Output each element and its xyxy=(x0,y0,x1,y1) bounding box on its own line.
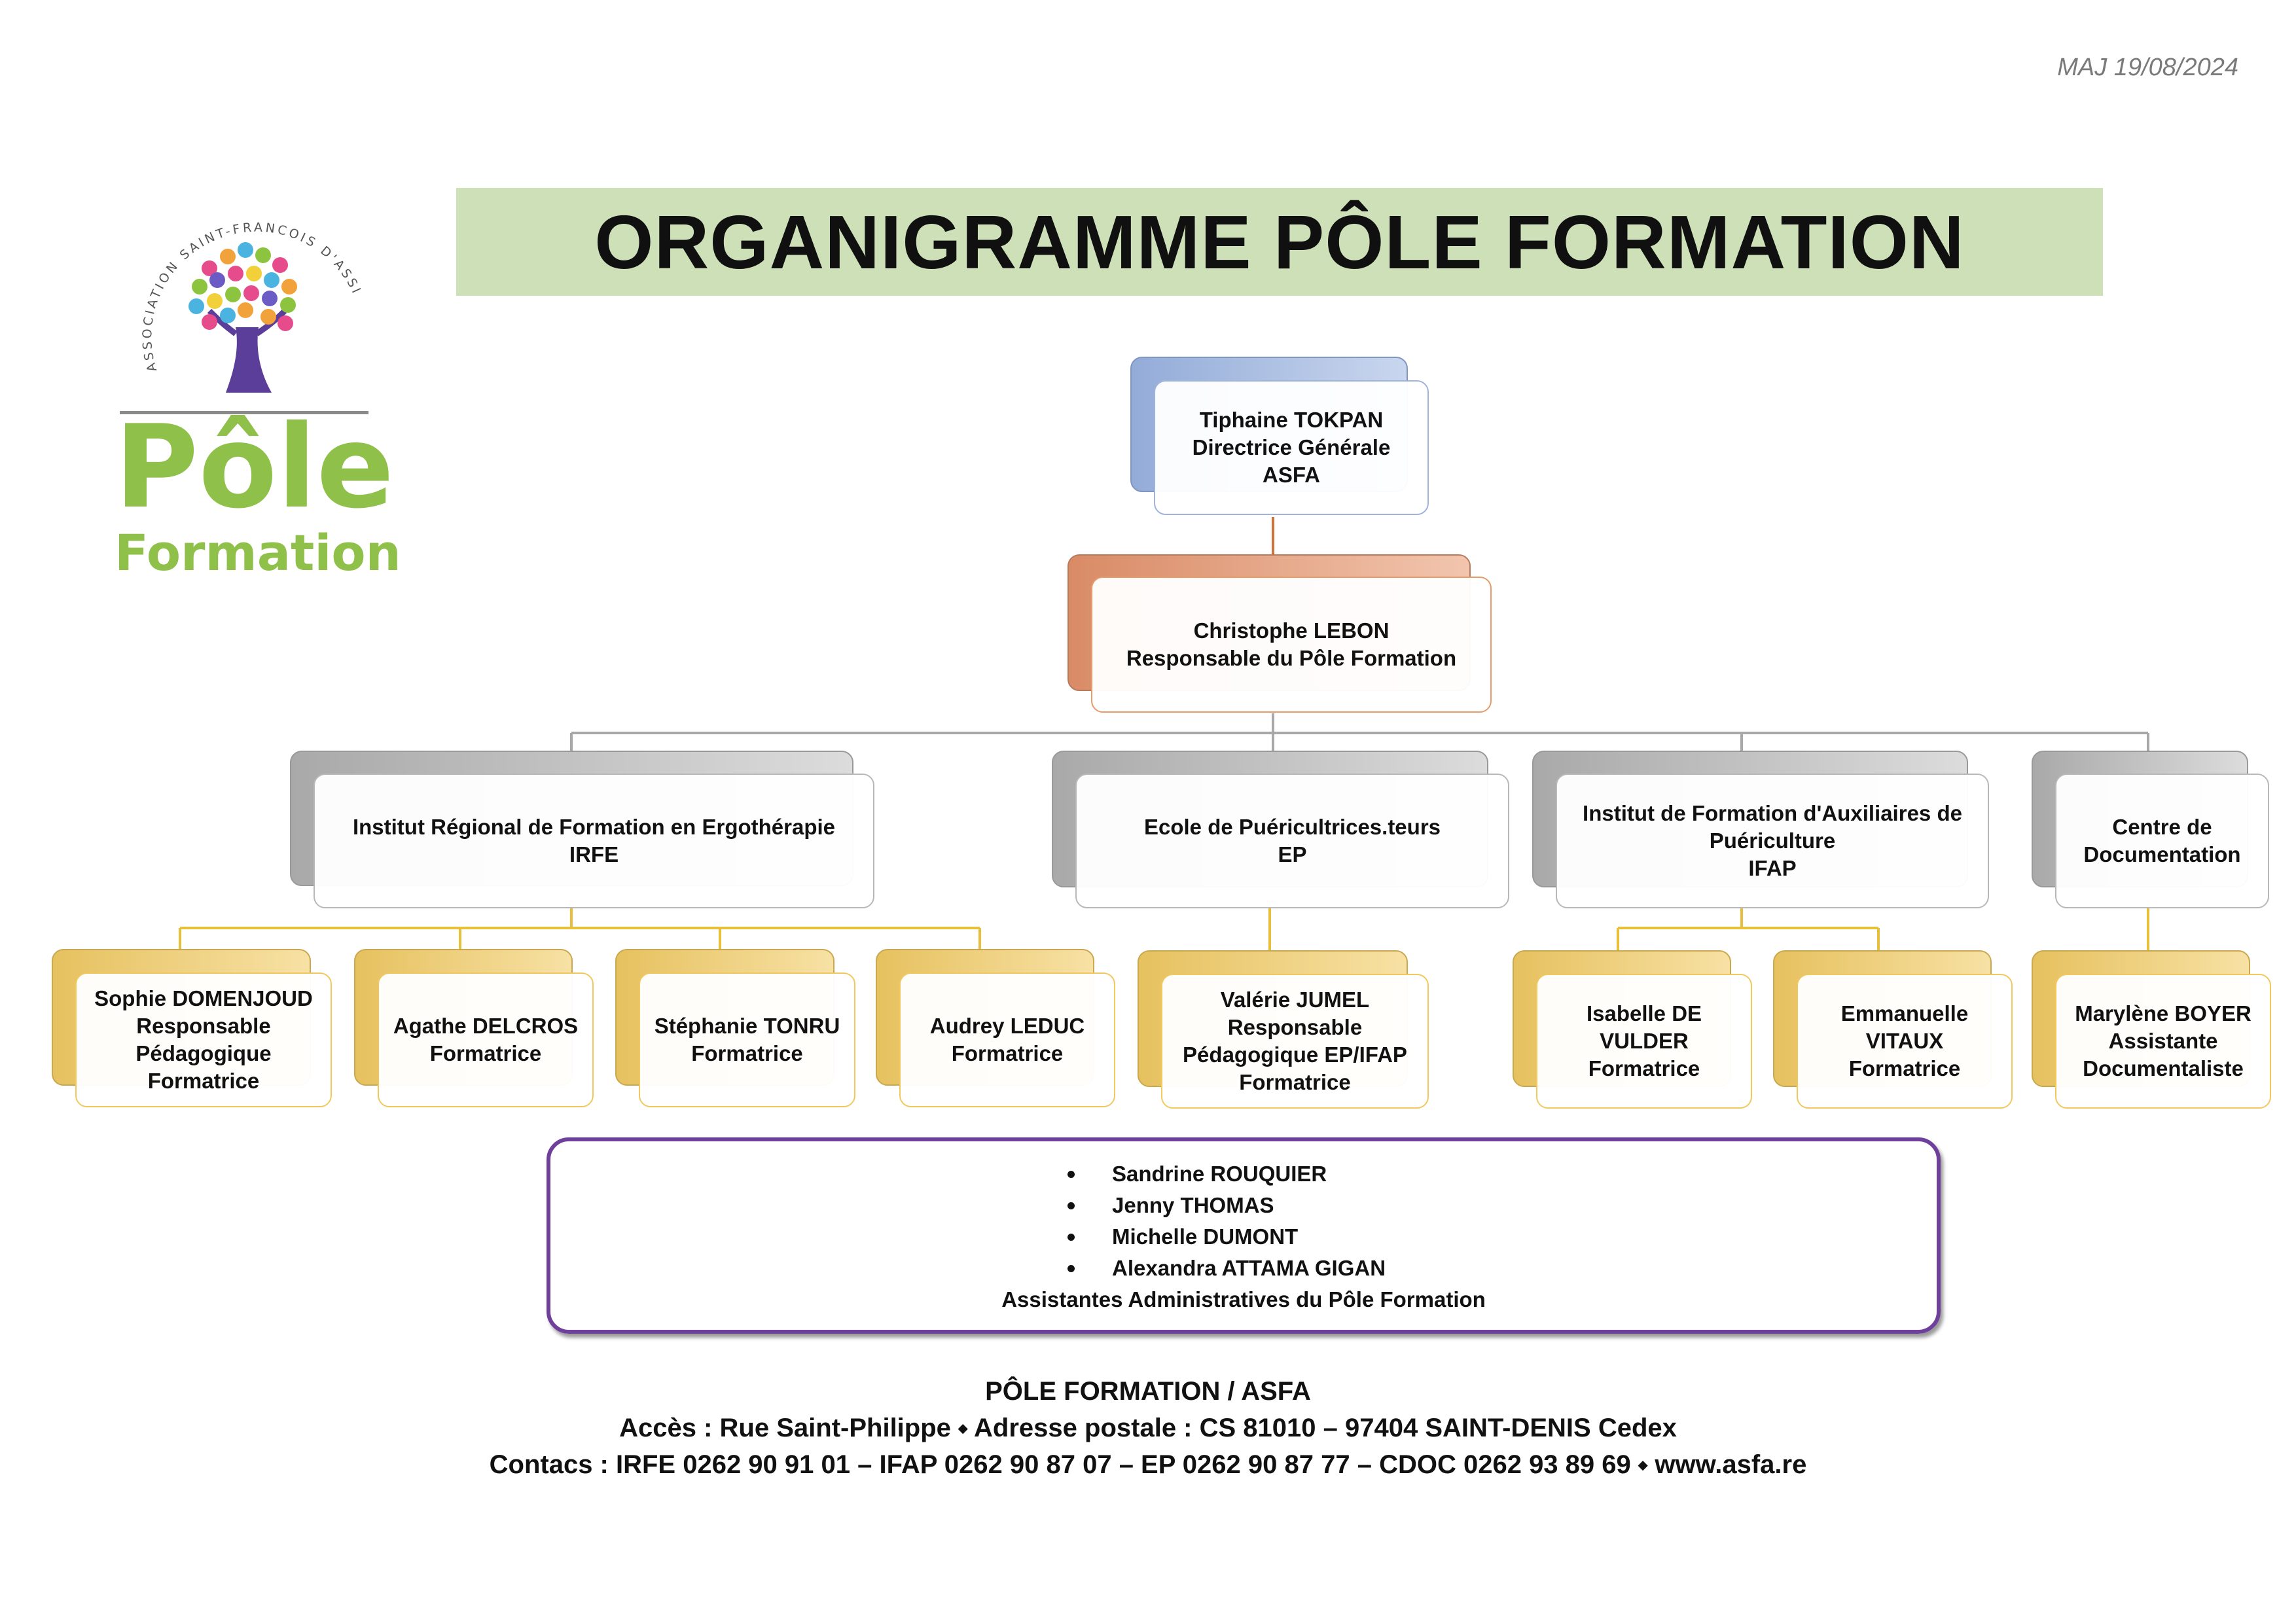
list-item: Alexandra ATTAMA GIGAN xyxy=(550,1253,1937,1284)
org-box-label: Sophie DOMENJOUD Responsable Pédagogique… xyxy=(94,986,313,1093)
assistants-box: Sandrine ROUQUIER Jenny THOMAS Michelle … xyxy=(547,1137,1941,1334)
org-box-label: Tiphaine TOKPAN Directrice Générale ASFA xyxy=(1192,408,1391,487)
org-box-label: Audrey LEDUC Formatrice xyxy=(929,1014,1085,1065)
org-box-responsable-pole: Christophe LEBON Responsable du Pôle For… xyxy=(1067,554,1492,713)
bullet-icon xyxy=(1067,1265,1075,1272)
asfa-tree-logo: ASSOCIATION SAINT-FRANCOIS D'ASSISE xyxy=(111,177,362,393)
org-box-label: Isabelle DE VULDER Formatrice xyxy=(1586,1001,1702,1080)
update-date: MAJ 19/08/2024 xyxy=(2057,54,2238,81)
org-box-label: Institut de Formation d'Auxiliaires de P… xyxy=(1583,801,1962,880)
org-box-valerie-jumel: Valérie JUMEL Responsable Pédagogique EP… xyxy=(1138,950,1429,1109)
org-box-sophie-domenjoud: Sophie DOMENJOUD Responsable Pédagogique… xyxy=(52,949,332,1107)
org-box-ep: Ecole de Puéricultrices.teurs EP xyxy=(1052,751,1509,908)
tree-foliage-icon xyxy=(188,242,297,331)
org-box-cdoc: Centre de Documentation xyxy=(2032,751,2269,908)
assistant-name: Alexandra ATTAMA GIGAN xyxy=(1112,1256,1386,1280)
org-box-isabelle-de-vulder: Isabelle DE VULDER Formatrice xyxy=(1513,950,1752,1109)
org-box-label: Stéphanie TONRU Formatrice xyxy=(654,1014,840,1065)
assistant-name: Jenny THOMAS xyxy=(1112,1193,1274,1217)
org-box-directrice-generale: Tiphaine TOKPAN Directrice Générale ASFA xyxy=(1130,357,1429,515)
org-box-irfe: Institut Régional de Formation en Ergoth… xyxy=(290,751,874,908)
list-item: Sandrine ROUQUIER xyxy=(550,1158,1937,1190)
assistant-name: Michelle DUMONT xyxy=(1112,1224,1299,1249)
logo-formation-text: Formation xyxy=(115,524,401,582)
list-item: Jenny THOMAS xyxy=(550,1190,1937,1221)
org-box-marylene-boyer: Marylène BOYER Assistante Documentaliste xyxy=(2032,950,2271,1109)
assistants-caption: Assistantes Administratives du Pôle Form… xyxy=(1001,1287,1486,1311)
footer-contacts: Contacs : IRFE 0262 90 91 01 – IFAP 0262… xyxy=(489,1450,1807,1479)
org-box-label: Christophe LEBON Responsable du Pôle For… xyxy=(1126,618,1457,670)
footer-org-name: PÔLE FORMATION / ASFA xyxy=(985,1377,1311,1406)
org-box-label: Agathe DELCROS Formatrice xyxy=(393,1014,579,1065)
org-box-label: Emmanuelle VITAUX Formatrice xyxy=(1840,1001,1969,1080)
org-box-label: Centre de Documentation xyxy=(2083,815,2241,866)
page-title: ORGANIGRAMME PÔLE FORMATION xyxy=(594,199,1965,285)
org-box-label: Valérie JUMEL Responsable Pédagogique EP… xyxy=(1183,988,1407,1094)
bullet-icon xyxy=(1067,1202,1075,1209)
org-box-label: Institut Régional de Formation en Ergoth… xyxy=(352,815,836,866)
logo-pole-text: Pôle xyxy=(115,401,395,534)
title-banner: ORGANIGRAMME PÔLE FORMATION xyxy=(456,188,2103,296)
logo-divider xyxy=(120,411,368,414)
footer-address: Accès : Rue Saint-Philippe ⬩ Adresse pos… xyxy=(619,1414,1677,1442)
org-box-label: Marylène BOYER Assistante Documentaliste xyxy=(2075,1001,2251,1080)
org-box-emmanuelle-vitaux: Emmanuelle VITAUX Formatrice xyxy=(1773,950,2013,1109)
bullet-icon xyxy=(1067,1171,1075,1178)
assistants-list: Sandrine ROUQUIER Jenny THOMAS Michelle … xyxy=(550,1158,1937,1284)
org-box-stephanie-tonru: Stéphanie TONRU Formatrice xyxy=(615,949,855,1107)
bullet-icon xyxy=(1067,1234,1075,1241)
org-box-ifap: Institut de Formation d'Auxiliaires de P… xyxy=(1532,751,1989,908)
list-item: Michelle DUMONT xyxy=(550,1221,1937,1253)
org-box-audrey-leduc: Audrey LEDUC Formatrice xyxy=(876,949,1115,1107)
org-box-agathe-delcros: Agathe DELCROS Formatrice xyxy=(354,949,594,1107)
footer: PÔLE FORMATION / ASFA Accès : Rue Saint-… xyxy=(0,1373,2296,1483)
assistant-name: Sandrine ROUQUIER xyxy=(1112,1162,1327,1186)
org-box-label: Ecole de Puéricultrices.teurs EP xyxy=(1143,815,1441,866)
